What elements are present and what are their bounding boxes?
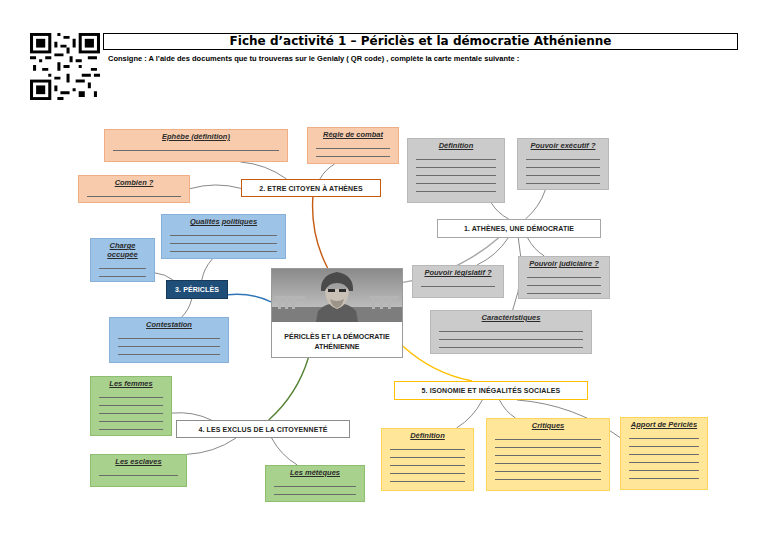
box-heading: Définition <box>408 139 504 150</box>
answer-box: Ephèbe (définition) <box>104 129 288 162</box>
main-branch-connector <box>228 294 271 302</box>
central-title: PÉRICLÈS ET LA DÉMOCRATIE ATHÉNIENNE <box>274 332 400 351</box>
sub-branch-connector <box>202 259 213 280</box>
writing-lines <box>416 152 496 199</box>
box-heading: Caractéristiques <box>431 311 591 322</box>
writing-lines <box>316 141 390 160</box>
answer-box: Caractéristiques <box>430 310 592 354</box>
sub-branch-connector <box>526 190 546 219</box>
sub-branch-connector <box>172 413 211 420</box>
writing-lines <box>99 468 178 483</box>
box-heading: Les femmes <box>91 377 171 388</box>
branch-topic: 5. ISONOMIE ET INÉGALITÉS SOCIALES <box>394 381 588 400</box>
answer-box: Pouvoir exécutif ? <box>517 138 609 190</box>
box-heading: Pouvoir exécutif ? <box>518 139 608 150</box>
answer-box: Critiques <box>486 418 610 491</box>
box-heading: Charge occupée <box>91 239 154 259</box>
sub-branch-connector <box>155 273 173 280</box>
box-heading: Définition <box>382 429 473 440</box>
writing-lines <box>390 442 465 487</box>
box-heading: Pouvoir législatif ? <box>413 266 503 277</box>
branch-topic: 3. PÉRICLÈS <box>166 280 228 299</box>
box-heading: Pouvoir judiciaire ? <box>519 257 609 268</box>
branch-topic: 2. ETRE CITOYEN À ATHÈNES <box>241 179 381 197</box>
sub-branch-connector <box>477 238 508 265</box>
sub-branch-connector <box>500 400 516 418</box>
branch-title: 5. ISONOMIE ET INÉGALITÉS SOCIALES <box>422 387 561 394</box>
branch-title: 3. PÉRICLÈS <box>175 286 219 293</box>
answer-box: Pouvoir législatif ? <box>412 265 504 298</box>
writing-lines <box>526 152 600 186</box>
pericles-bust-illustration <box>272 269 402 322</box>
writing-lines <box>439 324 583 350</box>
writing-lines <box>495 432 601 487</box>
sub-branch-connector <box>272 438 298 465</box>
writing-lines <box>118 331 220 359</box>
main-branch-connector <box>313 197 328 268</box>
branch-title: 2. ETRE CITOYEN À ATHÈNES <box>259 185 363 192</box>
answer-box: Règle de combat <box>307 127 399 164</box>
branch-title: 4. LES EXCLUS DE LA CITOYENNETÉ <box>198 426 327 433</box>
sub-branch-connector <box>190 185 241 189</box>
answer-box: Combien ? <box>78 175 190 203</box>
sub-branch-connector <box>182 299 192 317</box>
writing-lines <box>421 279 495 294</box>
writing-lines <box>527 270 601 295</box>
box-heading: Apport de Périclès <box>621 418 707 429</box>
answer-box: Pouvoir judiciaire ? <box>518 256 610 299</box>
sub-branch-connector <box>320 164 335 179</box>
answer-box: Les esclaves <box>90 454 187 487</box>
writing-lines <box>170 228 277 255</box>
box-heading: Règle de combat <box>308 128 398 139</box>
box-heading: Qualités politiques <box>162 215 285 226</box>
answer-box: Les métèques <box>265 465 365 502</box>
writing-lines <box>99 390 163 432</box>
writing-lines <box>629 431 699 486</box>
branch-title: 1. ATHÈNES, UNE DÉMOCRATIE <box>464 225 574 232</box>
answer-box: Qualités politiques <box>161 214 286 259</box>
answer-box: Apport de Périclès <box>620 417 708 490</box>
writing-lines <box>274 479 356 498</box>
sub-branch-connector <box>187 438 236 454</box>
sub-branch-connector <box>241 162 287 179</box>
sub-branch-connector <box>528 238 545 256</box>
answer-box: Les femmes <box>90 376 172 436</box>
box-heading: Contestation <box>110 318 228 329</box>
worksheet-title: Fiche d’activité 1 – Périclès et la démo… <box>103 33 738 50</box>
answer-box: Définition <box>381 428 474 491</box>
box-heading: Critiques <box>487 419 609 430</box>
answer-box: Charge occupée <box>90 238 155 282</box>
sub-branch-connector <box>491 203 508 219</box>
box-heading: Les esclaves <box>91 455 186 466</box>
branch-topic: 4. LES EXCLUS DE LA CITOYENNETÉ <box>176 420 350 438</box>
sub-branch-connector <box>457 400 483 428</box>
box-heading: Les métèques <box>266 466 364 477</box>
writing-lines <box>113 143 279 158</box>
qr-code <box>30 33 100 100</box>
box-heading: Combien ? <box>79 176 189 187</box>
writing-lines <box>99 261 146 278</box>
box-heading: Ephèbe (définition) <box>105 130 287 141</box>
answer-box: Contestation <box>109 317 229 363</box>
branch-topic: 1. ATHÈNES, UNE DÉMOCRATIE <box>437 219 601 238</box>
main-branch-connector <box>269 358 309 420</box>
writing-lines <box>87 189 181 199</box>
instruction-note: Consigne : A l’aide des documents que tu… <box>108 54 519 63</box>
answer-box: Définition <box>407 138 505 203</box>
